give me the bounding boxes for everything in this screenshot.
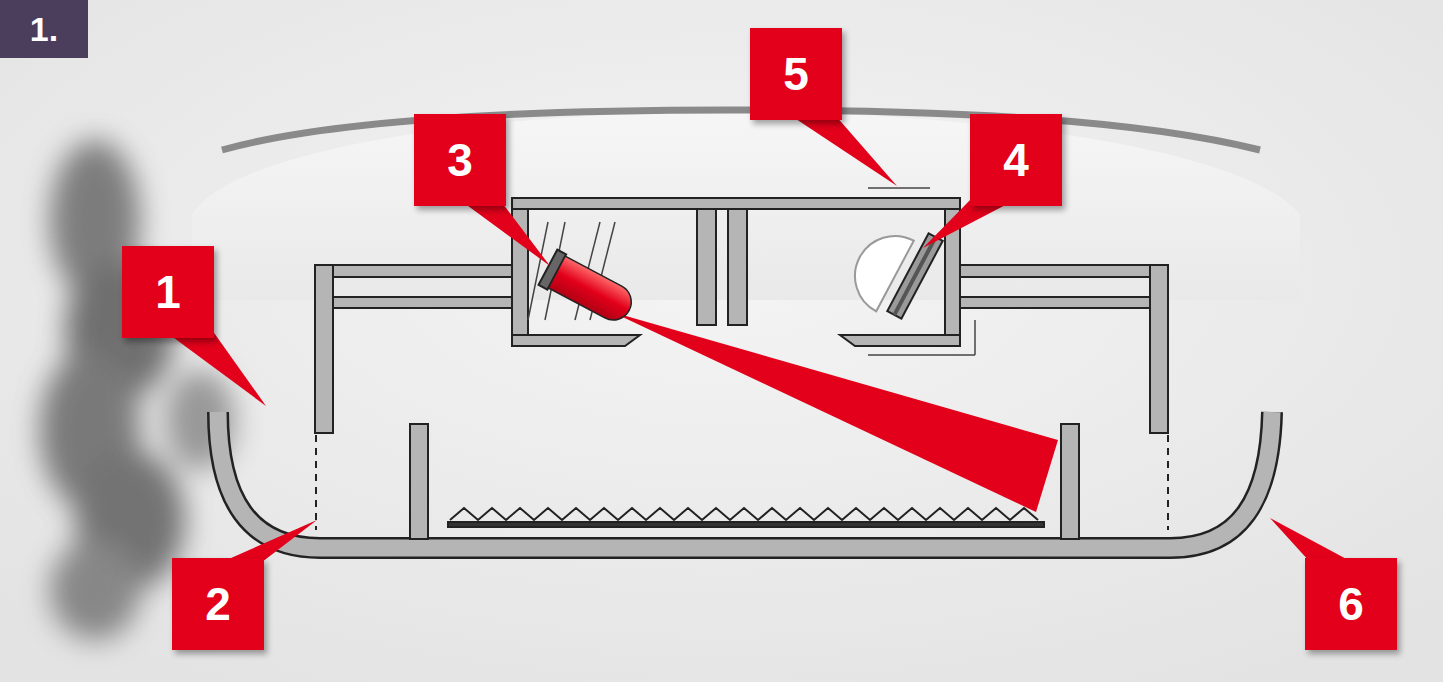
callout-number: 6	[1305, 558, 1397, 650]
light-beam	[612, 312, 1058, 512]
cover-rim	[222, 110, 1260, 150]
led-emitter	[539, 250, 639, 329]
callout-number: 2	[172, 558, 264, 650]
figure-number: 1.	[0, 0, 88, 58]
labyrinth-zigzag	[450, 508, 1038, 520]
callout-number: 1	[122, 246, 214, 338]
callout-pointer	[170, 115, 1352, 562]
chamber-walls	[218, 198, 1272, 548]
callout-number: 4	[970, 114, 1062, 206]
photodiode	[841, 222, 943, 319]
detail-lines	[528, 188, 975, 355]
callout-number: 5	[750, 28, 842, 120]
callout-number: 3	[414, 114, 506, 206]
labyrinth-teeth	[450, 508, 1038, 520]
